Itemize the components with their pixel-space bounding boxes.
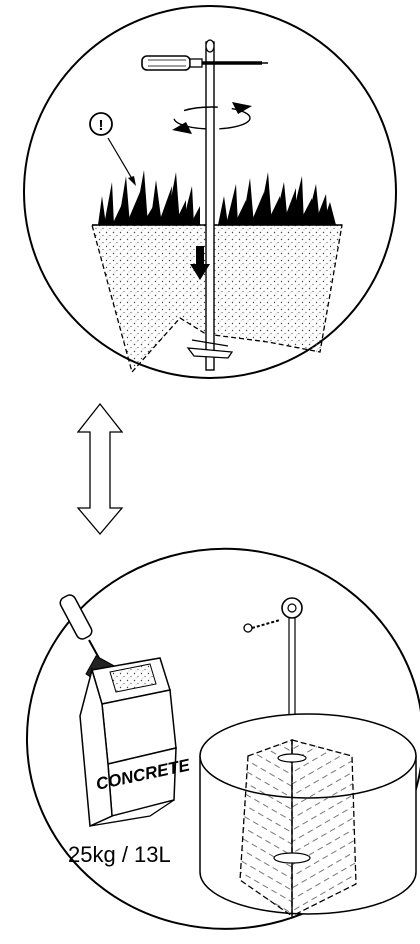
bottom-detail-panel: CONCRETE 25kg / 13L xyxy=(27,549,420,929)
double-arrow-vertical-icon xyxy=(78,404,122,534)
warning-symbol: ! xyxy=(99,117,104,134)
bolt-icon xyxy=(244,620,280,632)
concrete-bag: CONCRETE xyxy=(80,658,192,826)
concrete-footing xyxy=(200,714,416,916)
top-detail-panel: ! xyxy=(24,6,396,378)
weight-label: 25kg / 13L xyxy=(68,842,171,867)
